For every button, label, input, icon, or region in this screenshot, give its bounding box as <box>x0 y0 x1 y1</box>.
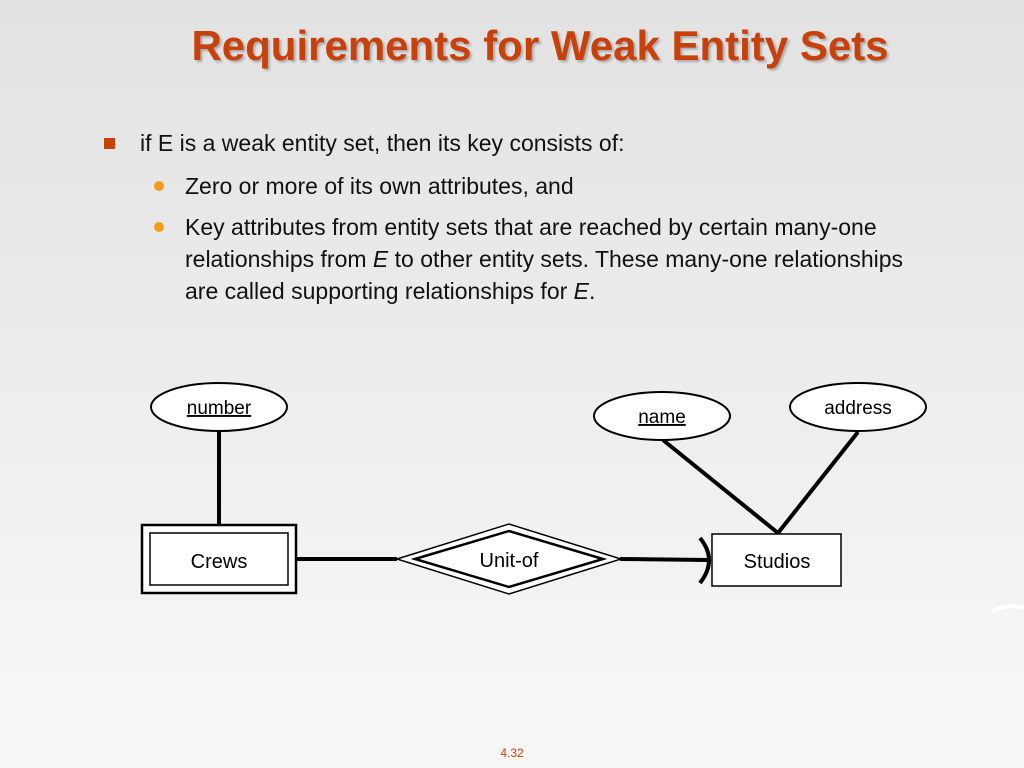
number-label: number <box>187 398 252 419</box>
bullet-level2-own-attributes: Zero or more of its own attributes, and <box>185 173 574 199</box>
weak-relationship-unit-of: Unit-of <box>394 523 624 595</box>
unitof-studios-line <box>619 557 709 562</box>
page-number: 4.32 <box>500 746 524 760</box>
attribute-name: name <box>593 391 731 441</box>
entity-studios: Studios <box>711 533 842 587</box>
bullet-level1: if E is a weak entity set, then its key … <box>140 130 625 156</box>
decorative-swoosh-icon <box>990 603 1024 614</box>
attribute-address: address <box>789 382 927 432</box>
slide-title: Requirements for Weak Entity Sets <box>191 22 889 69</box>
bullet-text-emphasis: E <box>372 246 389 272</box>
weak-entity-crews: Crews <box>140 523 298 595</box>
circle-bullet-icon <box>154 222 164 232</box>
name-label: name <box>638 407 686 428</box>
bullet-text-emphasis: E <box>573 278 590 304</box>
address-attribute-line <box>776 430 860 535</box>
bullet-text-part: to other entity sets. These many-one rel… <box>185 246 904 304</box>
crews-label: Crews <box>191 551 248 573</box>
bullet-list: if E is a weak entity set, then its key … <box>0 0 1024 360</box>
address-label: address <box>824 398 892 419</box>
rounded-arrow-icon <box>698 536 711 585</box>
bullet-text-part: Key attributes from entity sets that are… <box>185 214 877 272</box>
studios-label: Studios <box>744 551 811 573</box>
attribute-number: number <box>150 382 288 432</box>
name-attribute-line <box>661 438 780 535</box>
square-bullet-icon <box>104 138 115 149</box>
bullet-level2-key-attributes: Key attributes from entity sets that are… <box>185 211 925 307</box>
circle-bullet-icon <box>154 181 164 191</box>
bullet-text-part: . <box>589 278 596 304</box>
unit-of-label: Unit-of <box>480 550 539 572</box>
